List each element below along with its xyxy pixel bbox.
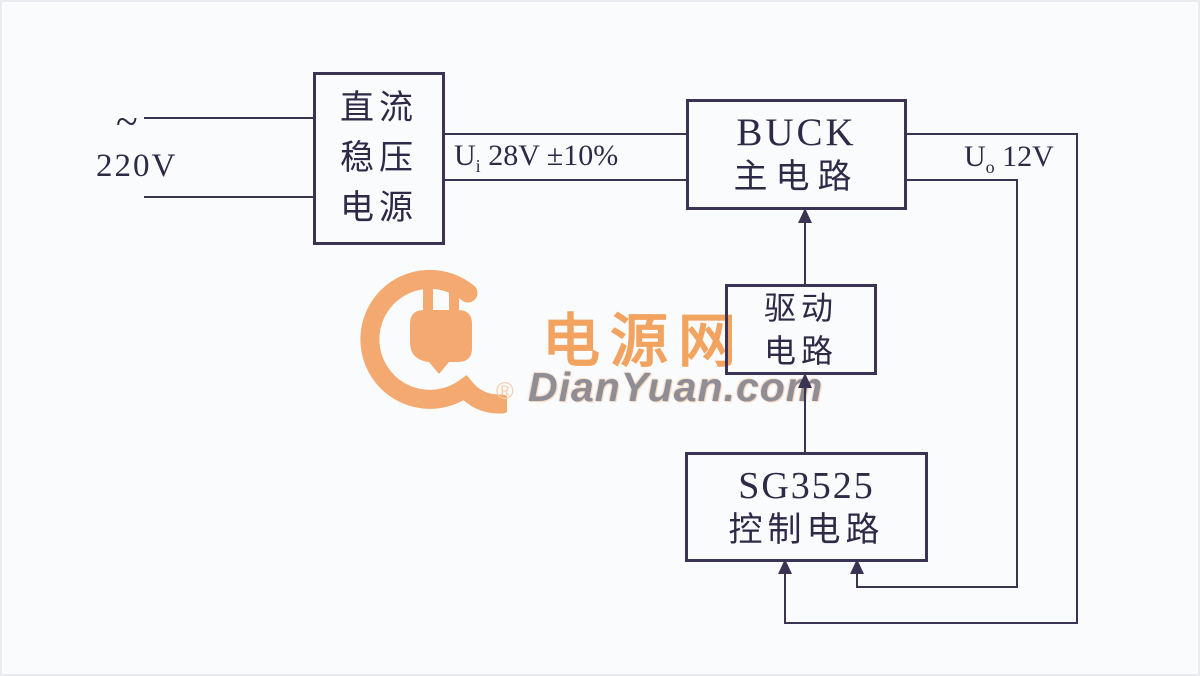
block-drive-line1: 驱动: [763, 289, 838, 326]
block-dc-line3: 电源: [340, 189, 418, 227]
registered-mark-icon: ®: [496, 378, 514, 405]
block-sg3525-control: SG3525 控制电路: [685, 452, 928, 562]
label-output-voltage: Uo 12V: [964, 140, 1054, 177]
label-output-value: 12V: [1002, 140, 1054, 173]
wire-buck-out-bottom: [905, 179, 1018, 181]
block-buck-main: BUCK 主电路: [686, 99, 907, 210]
label-input-voltage: Ui 28V ±10%: [454, 139, 619, 176]
block-drive-line2: 电路: [763, 332, 838, 369]
arrowhead-into-sg-left: [778, 559, 792, 574]
wire-feedback-outer-horizontal: [784, 622, 1078, 624]
label-output-subscript: o: [985, 157, 995, 177]
wire-dc-to-buck-top: [443, 133, 688, 135]
arrowhead-into-drive: [798, 373, 812, 388]
block-buck-title: BUCK: [736, 110, 857, 154]
label-input-subscript: i: [475, 156, 481, 176]
wire-dc-to-buck-bottom: [443, 179, 688, 181]
wire-ac-bottom: [144, 196, 314, 198]
block-sg-subtitle: 控制电路: [728, 512, 885, 549]
wire-feedback-inner-vertical: [1016, 179, 1018, 588]
block-dc-supply: 直流 稳压 电源: [313, 72, 445, 245]
block-buck-subtitle: 主电路: [733, 158, 860, 196]
block-drive-circuit: 驱动 电路: [725, 284, 877, 375]
label-input-value: 28V ±10%: [488, 139, 619, 172]
label-ac-voltage: 220V: [96, 148, 178, 184]
label-input-symbol: U: [454, 139, 476, 172]
block-dc-line2: 稳压: [340, 139, 418, 177]
wire-sg-to-drive: [804, 375, 806, 455]
block-dc-line1: 直流: [340, 89, 418, 127]
label-output-symbol: U: [964, 140, 986, 173]
watermark-en-text: DianYuan.com: [528, 364, 824, 410]
dianyuan-plug-logo-icon: [360, 269, 507, 414]
wire-feedback-outer-riser: [784, 562, 786, 624]
label-ac-symbol: ~: [116, 99, 138, 144]
wire-drive-to-buck: [804, 208, 806, 287]
watermark-cn-text: 电源网: [542, 309, 747, 374]
arrowhead-into-buck: [798, 208, 812, 223]
wire-feedback-outer-vertical: [1076, 133, 1078, 624]
wire-ac-top: [144, 117, 314, 119]
wire-feedback-inner-horizontal: [856, 586, 1018, 588]
arrowhead-into-sg-right: [850, 559, 864, 574]
block-sg-title: SG3525: [738, 465, 875, 507]
wire-feedback-inner-riser: [856, 562, 858, 588]
wire-buck-out-top: [905, 133, 1078, 135]
